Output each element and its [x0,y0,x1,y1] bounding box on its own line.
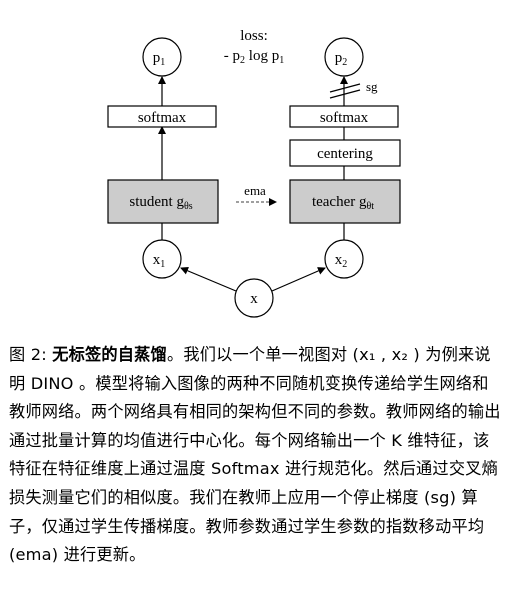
svg-text:softmax: softmax [320,110,369,126]
svg-text:centering: centering [317,146,373,162]
centering-box: centering [289,139,401,167]
ema-arrow: ema [236,183,277,206]
p2-node: p2 [324,37,364,77]
stop-gradient-mark: sg [329,79,378,99]
x1-node: x1 [142,239,182,279]
svg-text:p1: p1 [153,50,166,68]
x-input-node: x [234,278,274,318]
svg-text:x2: x2 [335,252,348,270]
svg-text:ema: ema [244,183,266,198]
arrow-x-to-x2 [271,267,326,292]
svg-text:sg: sg [366,79,378,94]
arrow-x-to-x1 [180,267,237,292]
dino-diagram: loss: - p2 log p1 p1 p2 sg softmax softm… [107,28,401,318]
svg-text:teacher gθt: teacher gθt [312,194,374,212]
loss-formula: - p2 log p1 [224,48,284,66]
softmax-right-box: softmax [289,105,399,128]
p1-node: p1 [142,37,182,77]
x2-node: x2 [324,239,364,279]
teacher-network-box: teacher gθt [289,179,401,224]
figure-caption: 图 2: 无标签的自蒸馏。我们以一个单一视图对 (x₁ , x₂ ) 为例来说明… [9,341,503,570]
svg-text:p2: p2 [335,50,348,68]
loss-label: loss: [240,28,268,44]
caption-text: 。我们以一个单一视图对 (x₁ , x₂ ) 为例来说明 DINO 。模型将输入… [9,345,501,565]
student-network-box: student gθs [107,179,219,224]
softmax-left-box: softmax [107,105,217,128]
svg-text:x: x [250,291,258,307]
caption-title: 无标签的自蒸馏 [52,345,167,364]
svg-text:student gθs: student gθs [129,194,192,212]
svg-text:softmax: softmax [138,110,187,126]
svg-text:x1: x1 [153,252,166,270]
caption-label: 图 2: [9,345,53,364]
